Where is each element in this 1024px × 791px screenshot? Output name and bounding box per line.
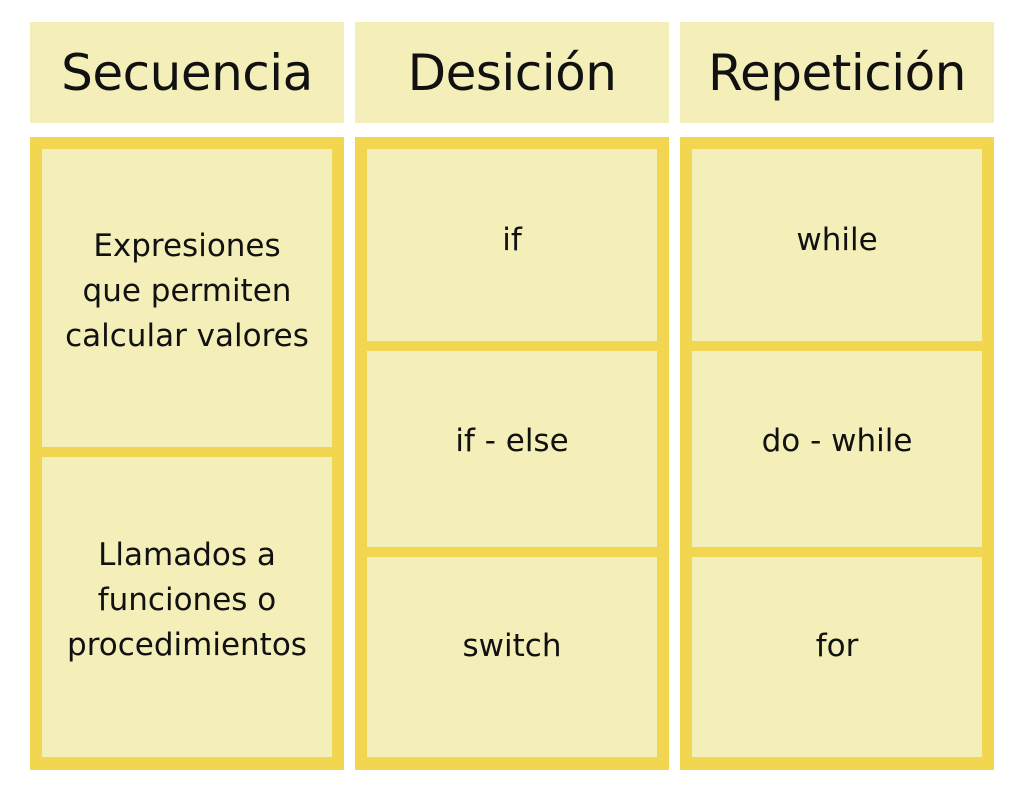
- cell-expresiones: Expresiones que permiten calcular valore…: [42, 149, 332, 447]
- cell-text-line: for: [815, 627, 859, 664]
- cell-do-while: do - while: [692, 351, 982, 547]
- header-repeticion: Repetición: [680, 22, 994, 123]
- cell-if: if: [367, 149, 657, 341]
- cell-text-line: Llamados a: [98, 536, 276, 573]
- column-repeticion: while do - while for: [680, 137, 994, 770]
- cell-if-else: if - else: [367, 351, 657, 547]
- cell-text-line: do - while: [761, 422, 913, 459]
- cell-for: for: [692, 557, 982, 757]
- cell-switch: switch: [367, 557, 657, 757]
- header-desicion: Desición: [355, 22, 669, 123]
- cell-text-line: calcular valores: [65, 317, 309, 354]
- cell-text-line: switch: [462, 627, 562, 664]
- cell-text-line: if - else: [455, 422, 569, 459]
- cell-llamados: Llamados a funciones o procedimientos: [42, 457, 332, 757]
- column-secuencia: Expresiones que permiten calcular valore…: [30, 137, 344, 770]
- header-secuencia: Secuencia: [30, 22, 344, 123]
- cell-text-line: if: [502, 221, 522, 258]
- cell-text-line: que permiten: [82, 272, 292, 309]
- column-desicion: if if - else switch: [355, 137, 669, 770]
- cell-text-line: funciones o: [97, 581, 277, 618]
- cell-text-line: Expresiones: [93, 227, 281, 264]
- cell-text-line: procedimientos: [67, 626, 307, 663]
- cell-while: while: [692, 149, 982, 341]
- cell-text-line: while: [796, 221, 878, 258]
